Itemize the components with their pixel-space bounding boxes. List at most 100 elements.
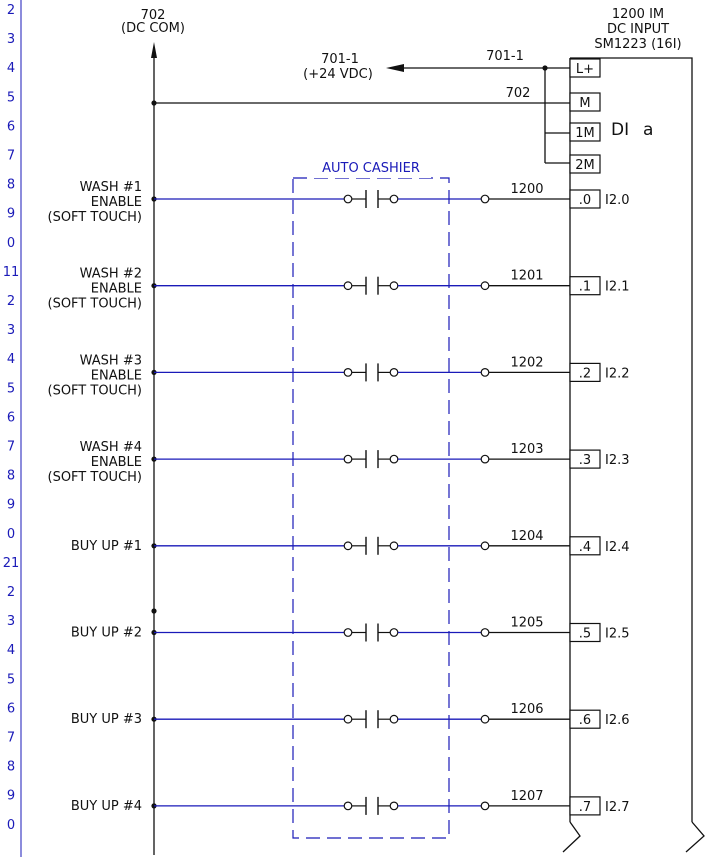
- rung-label-line: BUY UP #1: [71, 539, 142, 554]
- line-number: 8: [7, 469, 15, 484]
- input-terminal-label: .2: [579, 366, 591, 381]
- rung-label-line: (SOFT TOUCH): [48, 297, 143, 312]
- contact-terminal-icon: [389, 628, 399, 637]
- line-number: 7: [7, 149, 15, 164]
- supply-arrow-icon: [386, 64, 404, 72]
- rung-label-line: WASH #4: [80, 440, 142, 455]
- line-number: 8: [7, 760, 15, 775]
- contact-terminal-icon: [343, 454, 353, 464]
- input-address: I2.4: [605, 540, 630, 555]
- field-terminal-icon: [480, 541, 490, 551]
- line-number: 2: [7, 585, 15, 600]
- field-terminal-icon: [480, 454, 490, 464]
- rung-1206: BUY UP #3 1206 .6 I2.6: [71, 702, 630, 729]
- line-number: 7: [7, 731, 15, 746]
- dc-com-wire-number: 702: [141, 8, 166, 23]
- line-number: 0: [7, 236, 15, 251]
- rung-wire-number: 1207: [510, 789, 543, 804]
- line-number: 4: [7, 643, 15, 658]
- line-number: 11: [3, 265, 20, 280]
- auto-cashier-enclosure: [292, 177, 450, 839]
- contact-terminal-icon: [343, 281, 353, 291]
- contact-terminal-icon: [343, 801, 353, 811]
- line-number: 9: [7, 498, 15, 513]
- module-title-line-3: SM1223 (16I): [594, 37, 681, 52]
- input-address: I2.6: [605, 713, 630, 728]
- rung-label-line: WASH #3: [80, 353, 142, 368]
- rung-label-line: (SOFT TOUCH): [48, 383, 143, 398]
- rung-wire-number: 1204: [510, 529, 543, 544]
- module-title-line-2: DC INPUT: [607, 22, 669, 37]
- input-terminal-label: .0: [579, 193, 591, 208]
- line-number: 7: [7, 440, 15, 455]
- input-terminal-label: .1: [579, 280, 591, 295]
- input-terminal-label: .3: [579, 453, 591, 468]
- terminal-l-plus: [569, 58, 601, 78]
- terminal-m-label: M: [579, 96, 590, 111]
- contact-terminal-icon: [343, 541, 353, 551]
- rail-junction-dot: [151, 608, 157, 614]
- field-terminal-icon: [480, 801, 490, 811]
- module-tag-di: DI: [611, 120, 629, 140]
- field-terminal-icon: [480, 714, 490, 724]
- input-address: I2.2: [605, 366, 630, 381]
- module-tag-a: a: [643, 120, 653, 140]
- terminal-m: [569, 92, 601, 112]
- rung-wire-number: 1205: [510, 616, 543, 631]
- rung-label-line: WASH #1: [80, 180, 142, 195]
- module-break-right: [685, 821, 705, 853]
- rung-label-line: ENABLE: [91, 195, 142, 210]
- contact-terminal-icon: [389, 541, 399, 551]
- input-terminal-label: .6: [579, 713, 591, 728]
- rung-label-line: BUY UP #3: [71, 712, 142, 727]
- line-number: 8: [7, 178, 15, 193]
- input-terminal-box: [569, 362, 601, 382]
- line-number: 5: [7, 381, 15, 396]
- rung-1207: BUY UP #4 1207 .7 I2.7: [71, 789, 630, 816]
- line-number: 0: [7, 818, 15, 833]
- rung-label-line: BUY UP #2: [71, 626, 142, 641]
- supply-wire-number: 701-1: [321, 52, 359, 67]
- rung-label-line: (SOFT TOUCH): [48, 470, 143, 485]
- dc-com-label: (DC COM): [121, 21, 185, 36]
- input-address: I2.0: [605, 193, 630, 208]
- rung-label-line: WASH #2: [80, 267, 142, 282]
- input-address: I2.1: [605, 280, 630, 295]
- rung-wire-number: 1200: [510, 182, 543, 197]
- input-terminal-label: .5: [579, 627, 591, 642]
- line-number: 5: [7, 672, 15, 687]
- contact-terminal-icon: [389, 714, 399, 724]
- contact-terminal-icon: [389, 801, 399, 811]
- rung-label-line: BUY UP #4: [71, 799, 142, 814]
- field-terminal-icon: [480, 194, 490, 204]
- field-terminal-icon: [480, 281, 490, 291]
- line-number: 2: [7, 294, 15, 309]
- terminal-2m-label: 2M: [575, 158, 595, 173]
- contact-terminal-icon: [389, 194, 399, 204]
- input-terminal-box: [569, 709, 601, 729]
- rung-wire-number: 1206: [510, 702, 543, 717]
- input-address: I2.7: [605, 800, 630, 815]
- line-number: 0: [7, 527, 15, 542]
- line-number: 6: [7, 701, 15, 716]
- line-number: 6: [7, 410, 15, 425]
- rung-wire-number: 1201: [510, 269, 543, 284]
- field-terminal-icon: [480, 368, 490, 377]
- rung-label-line: (SOFT TOUCH): [48, 210, 143, 225]
- line-number: 9: [7, 207, 15, 222]
- terminal-1m-label: 1M: [575, 126, 595, 141]
- input-terminal-label: .7: [579, 800, 591, 815]
- contact-terminal-icon: [389, 281, 399, 291]
- enclosure-label: AUTO CASHIER: [322, 161, 420, 176]
- module-body-outline: [570, 57, 693, 822]
- input-terminal-box: [569, 449, 601, 469]
- line-number: 3: [7, 614, 15, 629]
- input-address: I2.5: [605, 627, 630, 642]
- contact-terminal-icon: [343, 714, 353, 724]
